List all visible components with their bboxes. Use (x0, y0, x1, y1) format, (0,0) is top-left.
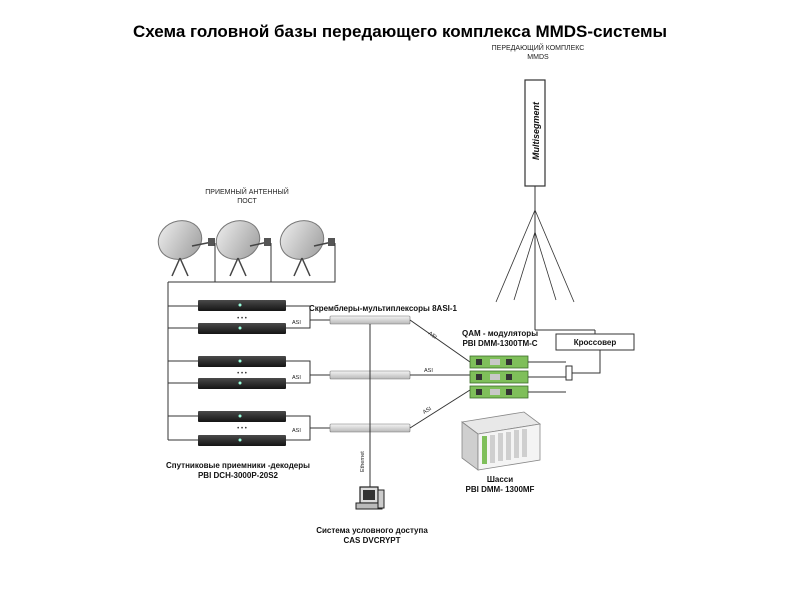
receivers-label: Спутниковые приемники -декодеры (166, 461, 310, 470)
scramblers-label: Скремблеры-мультиплексоры 8ASI-1 (309, 304, 458, 313)
receiver-rack-5 (198, 411, 286, 422)
receivers-model: PBI DCH-3000P-20S2 (198, 471, 279, 480)
chassis-model: PBI DMM- 1300MF (466, 485, 535, 494)
tx-complex-label: ПЕРЕДАЮЩИЙ КОМПЛЕКС (492, 43, 585, 52)
mast-label: Multisegment (531, 101, 541, 160)
qam-board-1 (469, 355, 529, 369)
antenna-post-label: ПРИЕМНЫЙ АНТЕННЫЙ (205, 187, 288, 196)
qam-board-3 (469, 385, 529, 399)
ethernet-label: Ethernet (360, 451, 366, 472)
qam-board-2 (469, 370, 529, 384)
satellite-dish-2 (215, 220, 271, 277)
receiver-rack-2 (198, 323, 286, 334)
receiver-scrambler-links (286, 305, 330, 441)
scrambler-qam-links (409, 319, 471, 429)
satellite-dish-3 (279, 220, 335, 277)
receiver-rack-4 (198, 378, 286, 389)
diagram-title: Схема головной базы передающего комплекс… (132, 22, 668, 41)
satellite-dish-1 (157, 220, 215, 277)
antenna-mast: Multisegment (495, 79, 575, 330)
qam-model: PBI DMM-1300TM-C (462, 339, 537, 348)
cas-model: CAS DVCRYPT (343, 536, 400, 545)
asi-label-5: ASI (424, 368, 433, 374)
antenna-post-label-2: ПОСТ (237, 198, 257, 205)
crossover-box: Кроссовер (555, 333, 635, 351)
dots-2: • • • (237, 371, 247, 377)
dots-3: • • • (237, 426, 247, 432)
tx-complex-label-2: MMDS (527, 54, 549, 61)
asi-label-1: ASI (292, 320, 301, 326)
asi-label-6: ASI (422, 406, 433, 416)
receiver-rack-6 (198, 435, 286, 446)
asi-label-4: ASI (427, 331, 438, 341)
receiver-rack-3 (198, 356, 286, 367)
scrambler-1 (329, 315, 411, 325)
cas-label: Система условного доступа (316, 526, 428, 535)
asi-label-2: ASI (292, 375, 301, 381)
dots-1: • • • (237, 316, 247, 322)
dish-cables (167, 243, 336, 441)
computer-icon (355, 486, 385, 510)
qam-crossover-links (528, 350, 601, 393)
qam-label: QAM - модуляторы (462, 329, 538, 338)
crossover-label: Кроссовер (574, 338, 617, 347)
asi-label-3: ASI (292, 428, 301, 434)
chassis-unit (461, 411, 541, 471)
receiver-rack-1 (198, 300, 286, 311)
chassis-label: Шасси (487, 475, 513, 484)
